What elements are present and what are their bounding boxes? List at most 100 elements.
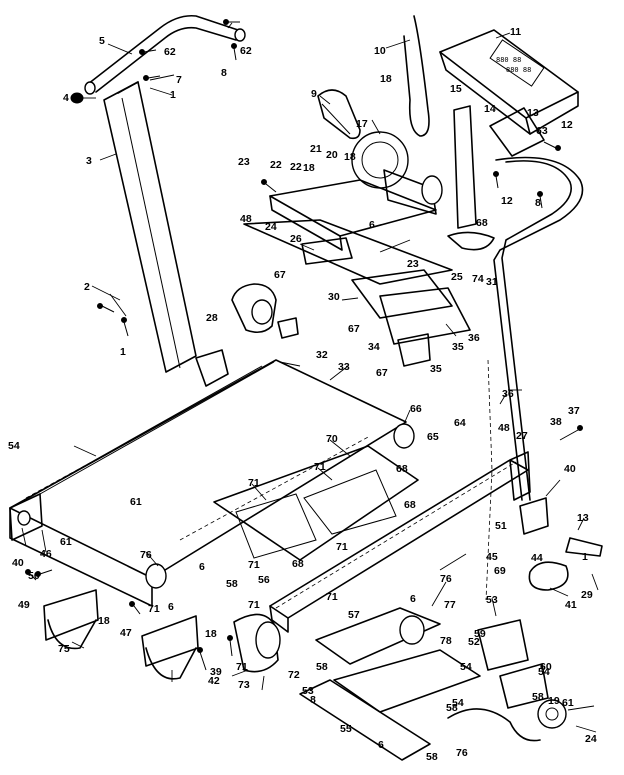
callout: 67 bbox=[348, 323, 360, 335]
callout: 58 bbox=[532, 691, 544, 703]
callout: 23 bbox=[238, 156, 250, 168]
callout-leaders bbox=[21, 22, 599, 733]
callout: 75 bbox=[58, 643, 70, 655]
callout: 4 bbox=[63, 92, 69, 104]
callout: 11 bbox=[510, 26, 521, 38]
callout: 27 bbox=[516, 430, 528, 442]
callout: 21 bbox=[310, 143, 322, 155]
callout: 30 bbox=[328, 291, 340, 303]
callout: 53 bbox=[302, 685, 314, 697]
callout: 78 bbox=[440, 635, 452, 647]
callout: 49 bbox=[18, 599, 30, 611]
callout: 76 bbox=[456, 747, 468, 759]
center-frame bbox=[179, 435, 419, 561]
callout: 64 bbox=[454, 417, 466, 429]
callout: 68 bbox=[476, 217, 488, 229]
callout: 63 bbox=[536, 125, 548, 137]
callout: 69 bbox=[494, 565, 506, 577]
callout: 61 bbox=[562, 697, 574, 709]
callout: 3 bbox=[86, 155, 92, 167]
callout: 33 bbox=[338, 361, 350, 373]
callout: 5 bbox=[99, 35, 105, 47]
hardware-screws bbox=[25, 19, 583, 671]
callout: 20 bbox=[326, 149, 338, 161]
callout: 41 bbox=[565, 599, 577, 611]
callout: 7 bbox=[176, 74, 182, 86]
callout: 76 bbox=[440, 573, 452, 585]
callout: 1 bbox=[582, 551, 588, 563]
callout: 65 bbox=[427, 431, 439, 443]
callout: 14 bbox=[484, 103, 496, 115]
callout: 73 bbox=[238, 679, 250, 691]
callout: 71 bbox=[248, 599, 260, 611]
callout: 8 bbox=[221, 67, 227, 79]
callout: 71 bbox=[248, 559, 260, 571]
callout: 15 bbox=[450, 83, 462, 95]
incline-frame bbox=[299, 607, 567, 761]
callout: 76 bbox=[140, 549, 152, 561]
callout: 8 bbox=[535, 197, 541, 209]
callout: 6 bbox=[369, 219, 375, 231]
callout: 40 bbox=[564, 463, 576, 475]
callout: 68 bbox=[292, 558, 304, 570]
callout: 42 bbox=[208, 675, 220, 687]
callout: 36 bbox=[468, 332, 480, 344]
callout: 34 bbox=[368, 341, 380, 353]
callout: 58 bbox=[226, 578, 238, 590]
callout: 55 bbox=[340, 723, 352, 735]
callout: 12 bbox=[501, 195, 513, 207]
callout: 54 bbox=[538, 666, 550, 678]
callout: 61 bbox=[130, 496, 142, 508]
callout: 25 bbox=[451, 271, 463, 283]
callout: 6 bbox=[378, 739, 384, 751]
callout: 32 bbox=[316, 349, 328, 361]
callout: 56 bbox=[258, 574, 270, 586]
motor-plate-frame bbox=[243, 219, 471, 367]
callout: 1 bbox=[120, 346, 126, 358]
callout: 48 bbox=[498, 422, 510, 434]
callout: 67 bbox=[274, 269, 286, 281]
callout: 44 bbox=[531, 552, 543, 564]
callout: 45 bbox=[486, 551, 498, 563]
callout: 48 bbox=[240, 213, 252, 225]
callout: 58 bbox=[426, 751, 438, 763]
callout: 66 bbox=[410, 403, 422, 415]
power-cord-assembly bbox=[485, 359, 603, 601]
callout: 6 bbox=[410, 593, 416, 605]
callout: 13 bbox=[577, 512, 589, 524]
callout: 10 bbox=[374, 45, 386, 57]
callout: 77 bbox=[444, 599, 456, 611]
callout: 13 bbox=[527, 107, 539, 119]
left-handrail-assembly bbox=[70, 14, 246, 373]
callout: 70 bbox=[326, 433, 338, 445]
callout: 22 bbox=[290, 161, 302, 173]
callout: 12 bbox=[561, 119, 573, 131]
callout: 23 bbox=[407, 258, 419, 270]
callout: 22 bbox=[270, 159, 282, 171]
callout: 58 bbox=[316, 661, 328, 673]
callout: 2 bbox=[84, 281, 90, 293]
callout: 18 bbox=[344, 151, 356, 163]
callout: 37 bbox=[568, 405, 580, 417]
callout: 46 bbox=[40, 548, 52, 560]
callout: 67 bbox=[376, 367, 388, 379]
callout: 71 bbox=[148, 603, 160, 615]
callout: 58 bbox=[446, 702, 458, 714]
callout: 54 bbox=[460, 661, 472, 673]
callout: 54 bbox=[8, 440, 20, 452]
callout: 71 bbox=[236, 661, 248, 673]
callout: 9 bbox=[311, 88, 317, 100]
callout: 31 bbox=[486, 276, 498, 288]
svg-text:880 88: 880 88 bbox=[506, 66, 531, 74]
callout-labels: 1 1 1 2 3 4 5 6 6 6 6 6 7 8 8 8 9 10 11 … bbox=[8, 26, 597, 763]
callout: 53 bbox=[486, 594, 498, 606]
callout: 18 bbox=[303, 162, 315, 174]
callout: 60 bbox=[540, 661, 552, 673]
callout: 62 bbox=[240, 45, 252, 57]
callout: 26 bbox=[290, 233, 302, 245]
callout: 1 bbox=[170, 89, 176, 101]
callout: 36 bbox=[502, 388, 514, 400]
callout: 71 bbox=[314, 461, 326, 473]
callout: 54 bbox=[452, 697, 464, 709]
